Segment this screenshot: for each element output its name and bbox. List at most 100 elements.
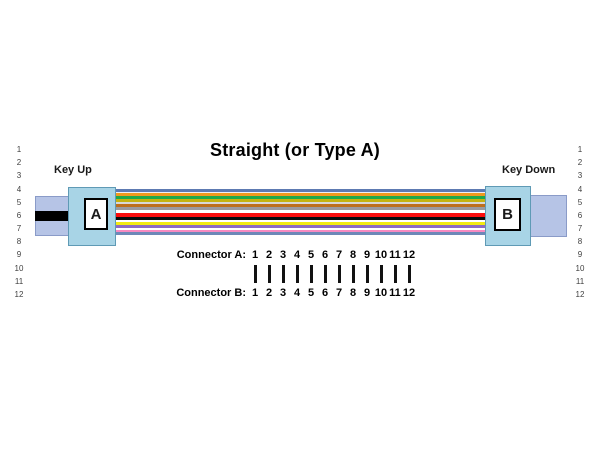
pin-number: 9 (16, 250, 22, 260)
connector-a-pin: 8 (349, 249, 357, 261)
connector-b-row-label: Connector B: (176, 287, 246, 299)
connector-b-body: B (485, 186, 531, 246)
pin-link-bars (248, 265, 416, 283)
connector-a-pin: 1 (251, 249, 259, 261)
ribbon-stripe-fiber-red (112, 213, 488, 218)
ribbon-stripe-fiber-violet (112, 224, 488, 228)
connector-a-pin: 3 (279, 249, 287, 261)
pin-link-bar (276, 265, 290, 283)
mapping-row-links (170, 265, 416, 283)
connector-b-pin: 5 (307, 287, 315, 299)
pin-link-bar (332, 265, 346, 283)
connector-a-row-label: Connector A: (176, 249, 246, 261)
link-bar-glyph (253, 265, 257, 283)
connector-b-pin: 12 (402, 287, 416, 299)
connector-b-pin: 1 (251, 287, 259, 299)
connector-b-pin: 6 (321, 287, 329, 299)
pin-number: 11 (575, 276, 585, 286)
connector-b-pin: 3 (279, 287, 287, 299)
ribbon-stripe-gap-gray (112, 202, 488, 204)
ribbon-stripe-gap-pale (112, 191, 488, 194)
connector-a-pin: 9 (363, 249, 371, 261)
pin-number: 7 (577, 224, 583, 234)
ribbon-stripe-fiber-black (112, 217, 488, 221)
pin-number: 2 (16, 158, 22, 168)
connector-a-pin: 6 (321, 249, 329, 261)
ribbon-cable (112, 184, 488, 240)
pin-link-bar (262, 265, 276, 283)
link-bar-glyph (407, 265, 411, 283)
connector-a-label-square: A (84, 198, 108, 230)
connector-a-pin: 12 (402, 249, 416, 261)
pin-number: 8 (16, 237, 22, 247)
ribbon-stripe-gap-white (112, 184, 488, 189)
connector-a-pin: 7 (335, 249, 343, 261)
key-down-label: Key Down (502, 164, 556, 176)
ribbon-stripe-fiber-yellow (112, 221, 488, 225)
link-bar-glyph (323, 265, 327, 283)
pin-number: 10 (575, 263, 585, 273)
ribbon-stripe-fiber-olive (112, 199, 488, 203)
link-bar-glyph (351, 265, 355, 283)
ribbon-stripe-fiber-blue (112, 188, 488, 192)
pin-number: 9 (577, 250, 583, 260)
connector-b-pin: 2 (265, 287, 273, 299)
pin-link-bar (388, 265, 402, 283)
pin-link-bar (304, 265, 318, 283)
pin-number: 12 (14, 289, 24, 299)
ribbon-stripe-gap-white (112, 227, 488, 230)
connector-a-pin: 2 (265, 249, 273, 261)
pin-link-bar (402, 265, 416, 283)
ribbon-stripe-fiber-green (112, 196, 488, 200)
pin-number: 2 (577, 158, 583, 168)
connector-b-label-square: B (494, 198, 521, 231)
key-up-label: Key Up (54, 164, 92, 176)
link-bar-glyph (365, 265, 369, 283)
connector-b-pin: 11 (389, 287, 401, 299)
pin-number: 4 (577, 184, 583, 194)
connector-a-body: A (68, 187, 116, 246)
link-bar-glyph (281, 265, 285, 283)
pin-number: 12 (575, 289, 585, 299)
connector-a-pin: 4 (293, 249, 301, 261)
connector-a-pin: 10 (374, 249, 388, 261)
pin-number: 5 (16, 197, 22, 207)
connector-b-letter: B (502, 206, 513, 223)
pin-link-bar (360, 265, 374, 283)
ribbon-stripe-fiber-aqua (112, 232, 488, 236)
link-bar-glyph (393, 265, 397, 283)
diagram-title: Straight (or Type A) (210, 140, 380, 160)
connector-b-pin: 10 (374, 287, 388, 299)
key-up-stripe (35, 211, 69, 221)
pin-number: 5 (577, 197, 583, 207)
pin-number: 3 (577, 171, 583, 181)
connector-b-pin: 9 (363, 287, 371, 299)
pin-number: 10 (14, 263, 24, 273)
pin-number: 3 (16, 171, 22, 181)
ribbon-stripe-fiber-orange (112, 193, 488, 197)
connector-a-pin: 5 (307, 249, 315, 261)
pin-link-bar (318, 265, 332, 283)
link-bar-glyph (309, 265, 313, 283)
link-bar-glyph (379, 265, 383, 283)
connector-b-pin: 7 (335, 287, 343, 299)
connector-b-pin: 8 (349, 287, 357, 299)
pin-link-bar (248, 265, 262, 283)
pin-number: 1 (577, 145, 583, 154)
link-bar-glyph (337, 265, 341, 283)
ribbon-stripe-fiber-white (112, 209, 488, 214)
connector-b-boot (530, 195, 567, 237)
pin-number: 7 (16, 224, 22, 234)
pin-number: 11 (14, 276, 24, 286)
pin-number: 1 (16, 145, 22, 154)
ribbon-stripe-fiber-slate (112, 206, 488, 210)
pin-number: 4 (16, 184, 22, 194)
ribbon-stripe-gap-white (112, 220, 488, 222)
